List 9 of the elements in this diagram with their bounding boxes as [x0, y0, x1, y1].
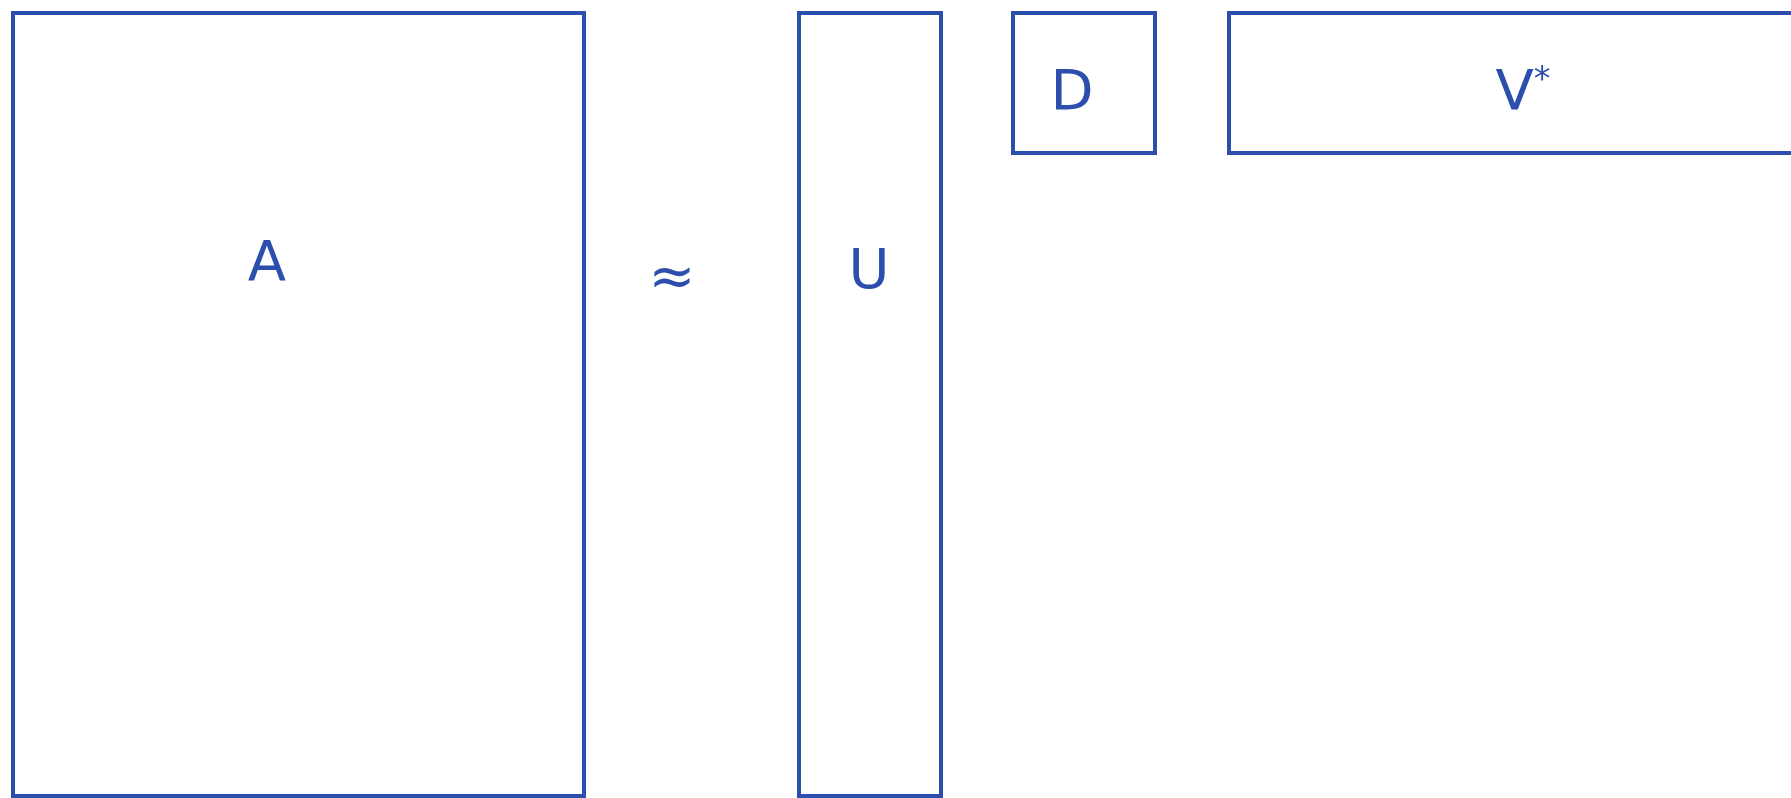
approx-sign: ≈ [648, 248, 696, 304]
matrix-box [1011, 11, 1157, 155]
matrix-box [1227, 11, 1791, 155]
matrix-label: V$^{*}$ [1495, 61, 1551, 119]
matrix-box [11, 11, 586, 798]
matrix-label: U [848, 241, 890, 297]
matrix-label: D [1050, 62, 1094, 118]
matrix-label: A [247, 233, 287, 289]
matrix-box [797, 11, 943, 798]
